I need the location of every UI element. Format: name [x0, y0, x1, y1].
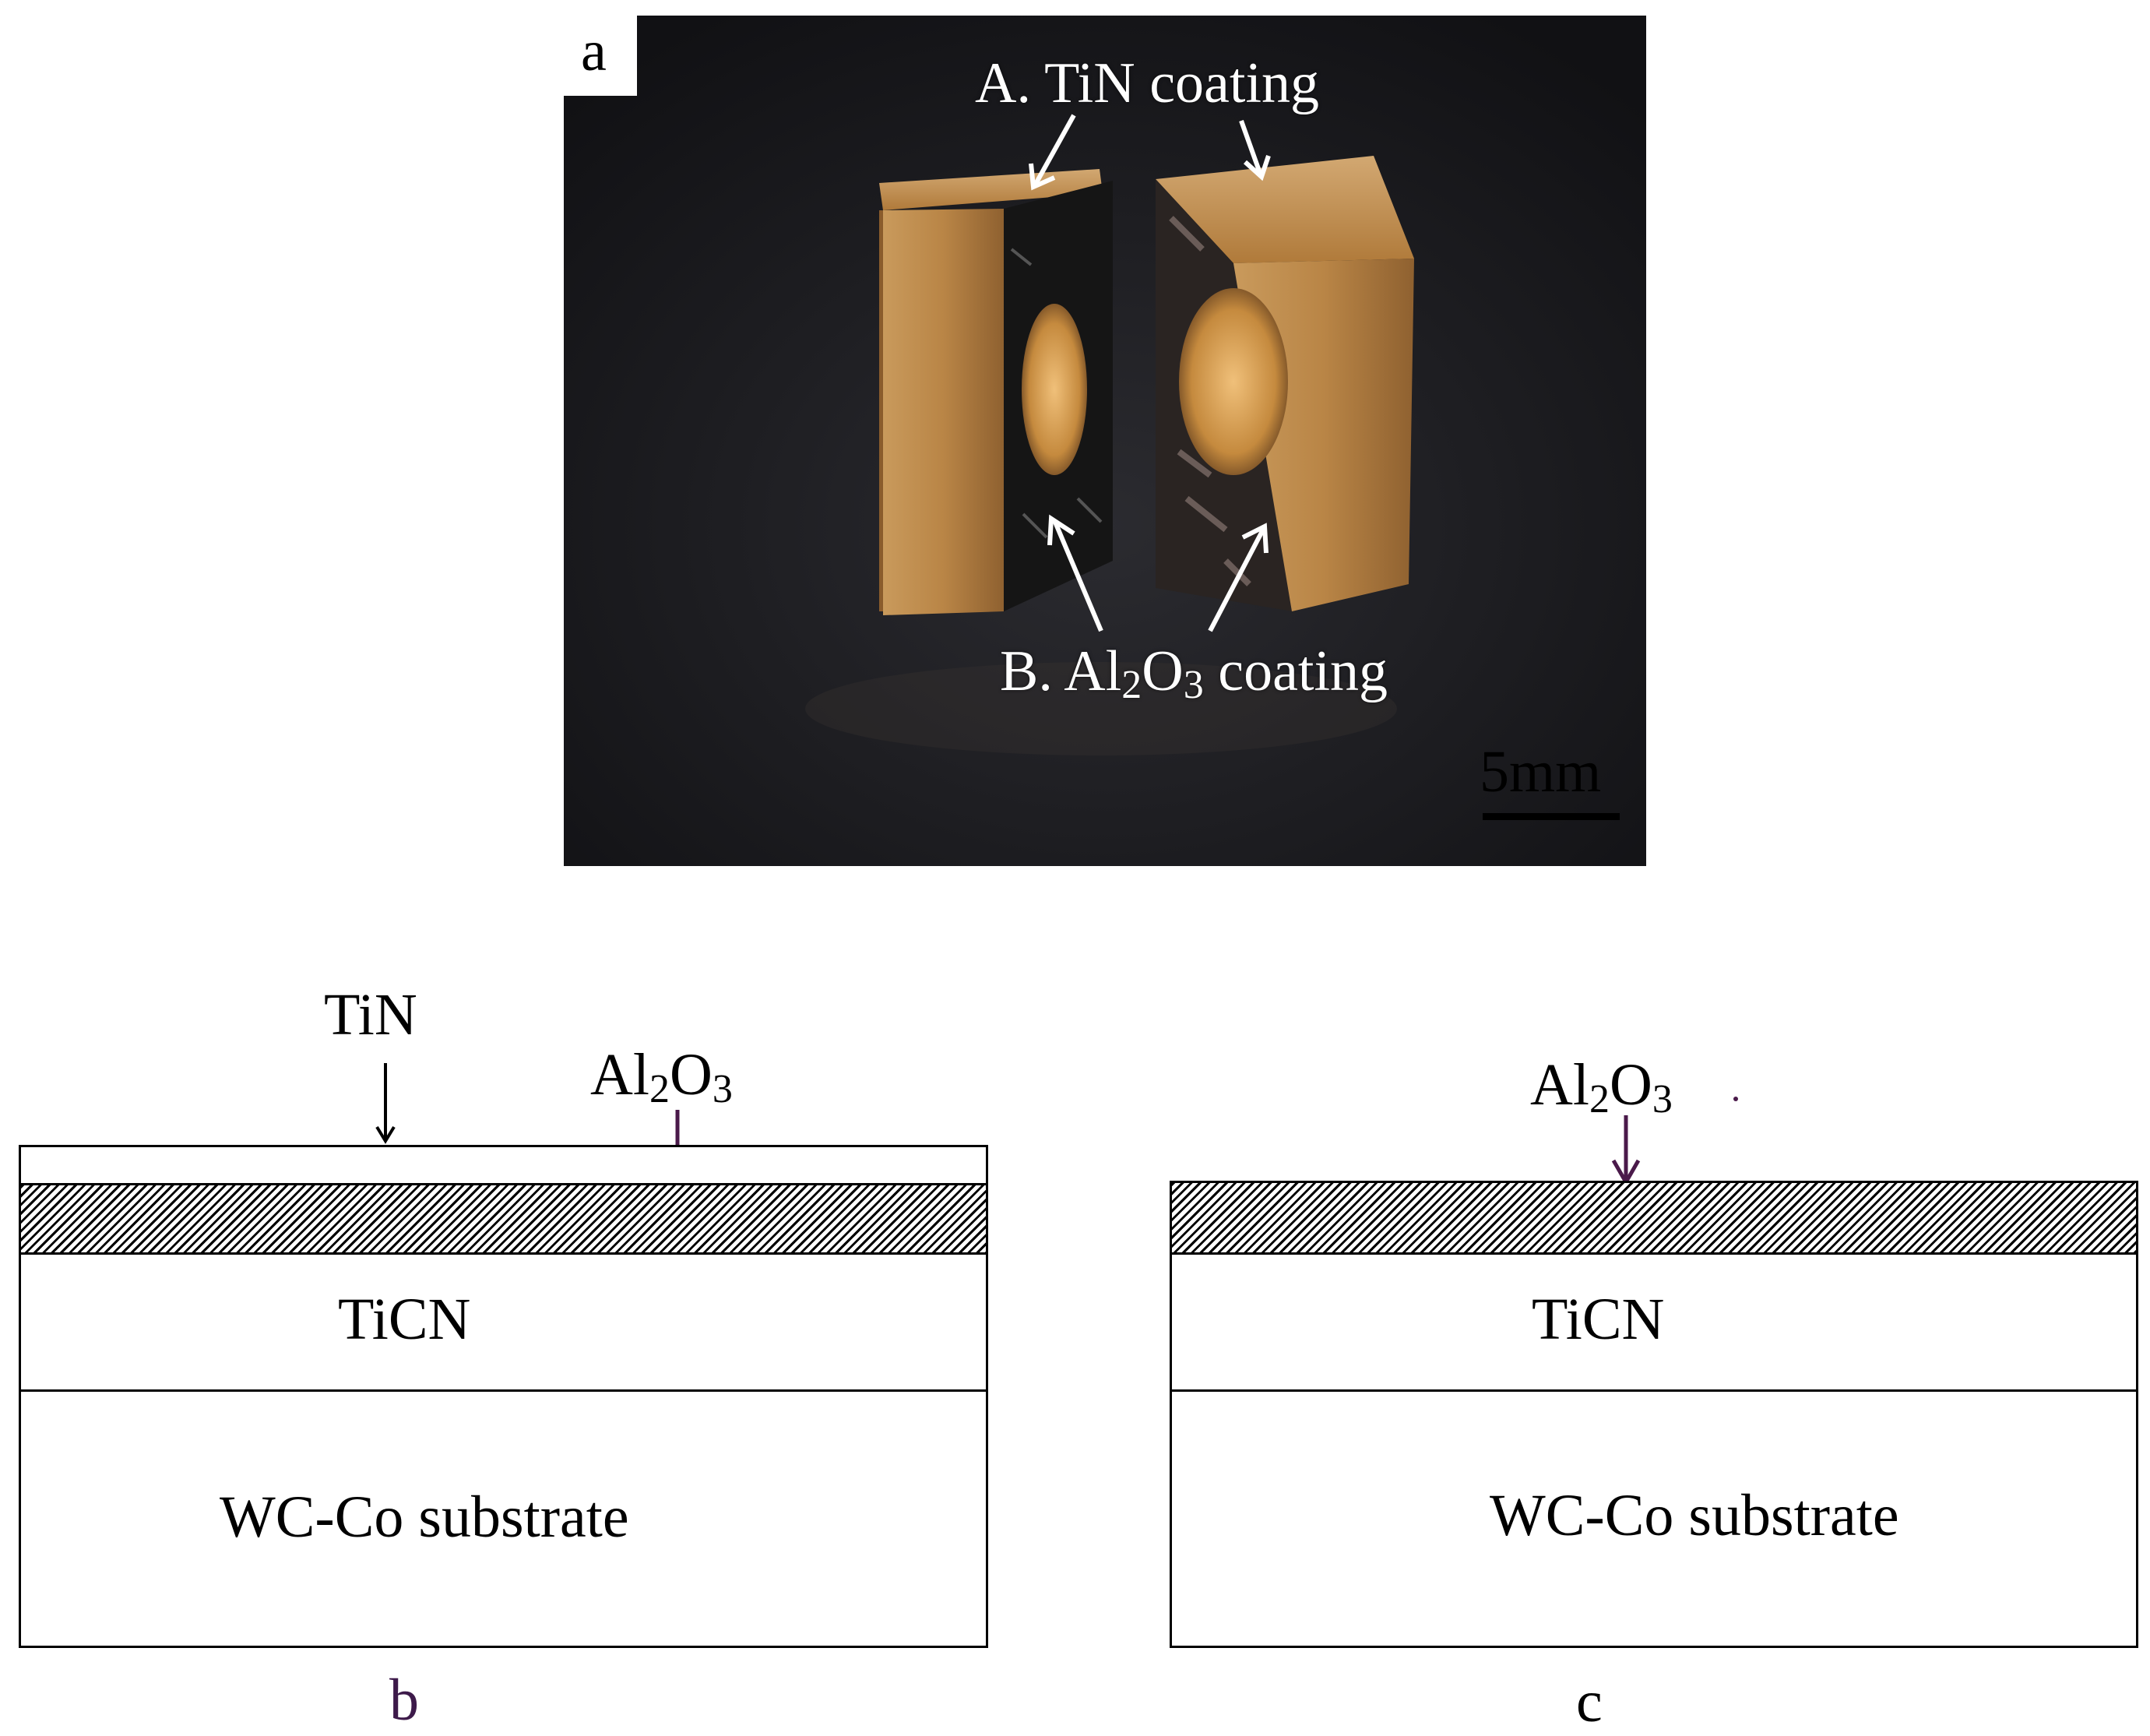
al2o3-text-o: O: [1142, 639, 1184, 703]
arrow-tin-left: [1033, 114, 1076, 187]
scale-bar: [1483, 813, 1620, 820]
diagram-c: TiCN WC-Co substrate: [1170, 1181, 2138, 1648]
al2o3-text-suffix: coating: [1203, 639, 1388, 703]
arrow-al2o3-right: [1208, 528, 1265, 632]
panel-label-a: a: [581, 19, 607, 83]
al2o3-sub-3: 3: [1183, 663, 1204, 707]
panel-label-a-box: a: [564, 16, 637, 96]
al2o3-c-o: O: [1610, 1052, 1652, 1118]
caption-c: c: [1576, 1669, 1603, 1734]
ticn-layer-c: TiCN: [1172, 1255, 2136, 1392]
al2o3-b-o: O: [670, 1042, 713, 1107]
al2o3-b-al: Al: [590, 1042, 649, 1107]
scale-bar-label: 5mm: [1480, 739, 1602, 805]
caption-b: b: [389, 1667, 419, 1733]
substrate-layer-c: WC-Co substrate: [1172, 1392, 2136, 1646]
al2o3-text-prefix: B. Al: [1000, 639, 1122, 703]
arrowhead-al2o3-left: [1047, 514, 1075, 546]
arrow-al2o3-c: [1611, 1115, 1641, 1187]
ticn-label-c: TiCN: [1532, 1287, 1665, 1352]
al2o3-c-sub2: 2: [1589, 1077, 1610, 1122]
arrowhead-al2o3-right: [1241, 523, 1269, 554]
photo-panel: a A. TiN coating B. Al2O3 coating 5mm: [564, 16, 1646, 866]
substrate-label-c: WC-Co substrate: [1490, 1483, 1899, 1548]
left-insert: [879, 169, 1113, 615]
label-al2o3-c: Al2O3: [1530, 1051, 1673, 1122]
al2o3-layer-b: [21, 1183, 986, 1255]
arrow-tin-right: [1239, 119, 1263, 177]
tin-layer-b: [21, 1147, 986, 1183]
right-insert: [1156, 156, 1414, 611]
al2o3-b-sub3: 3: [712, 1067, 733, 1111]
stray-dot: [1733, 1097, 1738, 1101]
al2o3-c-sub3: 3: [1652, 1077, 1673, 1122]
label-al2o3-coating: B. Al2O3 coating: [1000, 639, 1388, 707]
insert-photograph: [564, 16, 1646, 866]
photo-arrows: [1029, 114, 1271, 632]
arrow-tin-b: [375, 1063, 396, 1144]
label-tin-coating: A. TiN coating: [975, 51, 1320, 115]
al2o3-b-sub2: 2: [649, 1067, 670, 1111]
label-tin-b: TiN: [324, 982, 417, 1048]
substrate-layer-b: WC-Co substrate: [21, 1392, 986, 1646]
arrowhead-tin-left: [1029, 163, 1056, 191]
al2o3-layer-c: [1172, 1183, 2136, 1255]
arrowhead-tin-right: [1243, 155, 1271, 181]
al2o3-c-al: Al: [1530, 1052, 1589, 1118]
ticn-label-b: TiCN: [338, 1287, 471, 1352]
arrow-al2o3-left: [1052, 519, 1103, 632]
substrate-label-b: WC-Co substrate: [220, 1484, 629, 1550]
ticn-layer-b: TiCN: [21, 1255, 986, 1392]
al2o3-sub-2: 2: [1121, 663, 1142, 707]
label-al2o3-b: Al2O3: [590, 1041, 733, 1111]
diagram-b: TiCN WC-Co substrate: [19, 1145, 988, 1648]
